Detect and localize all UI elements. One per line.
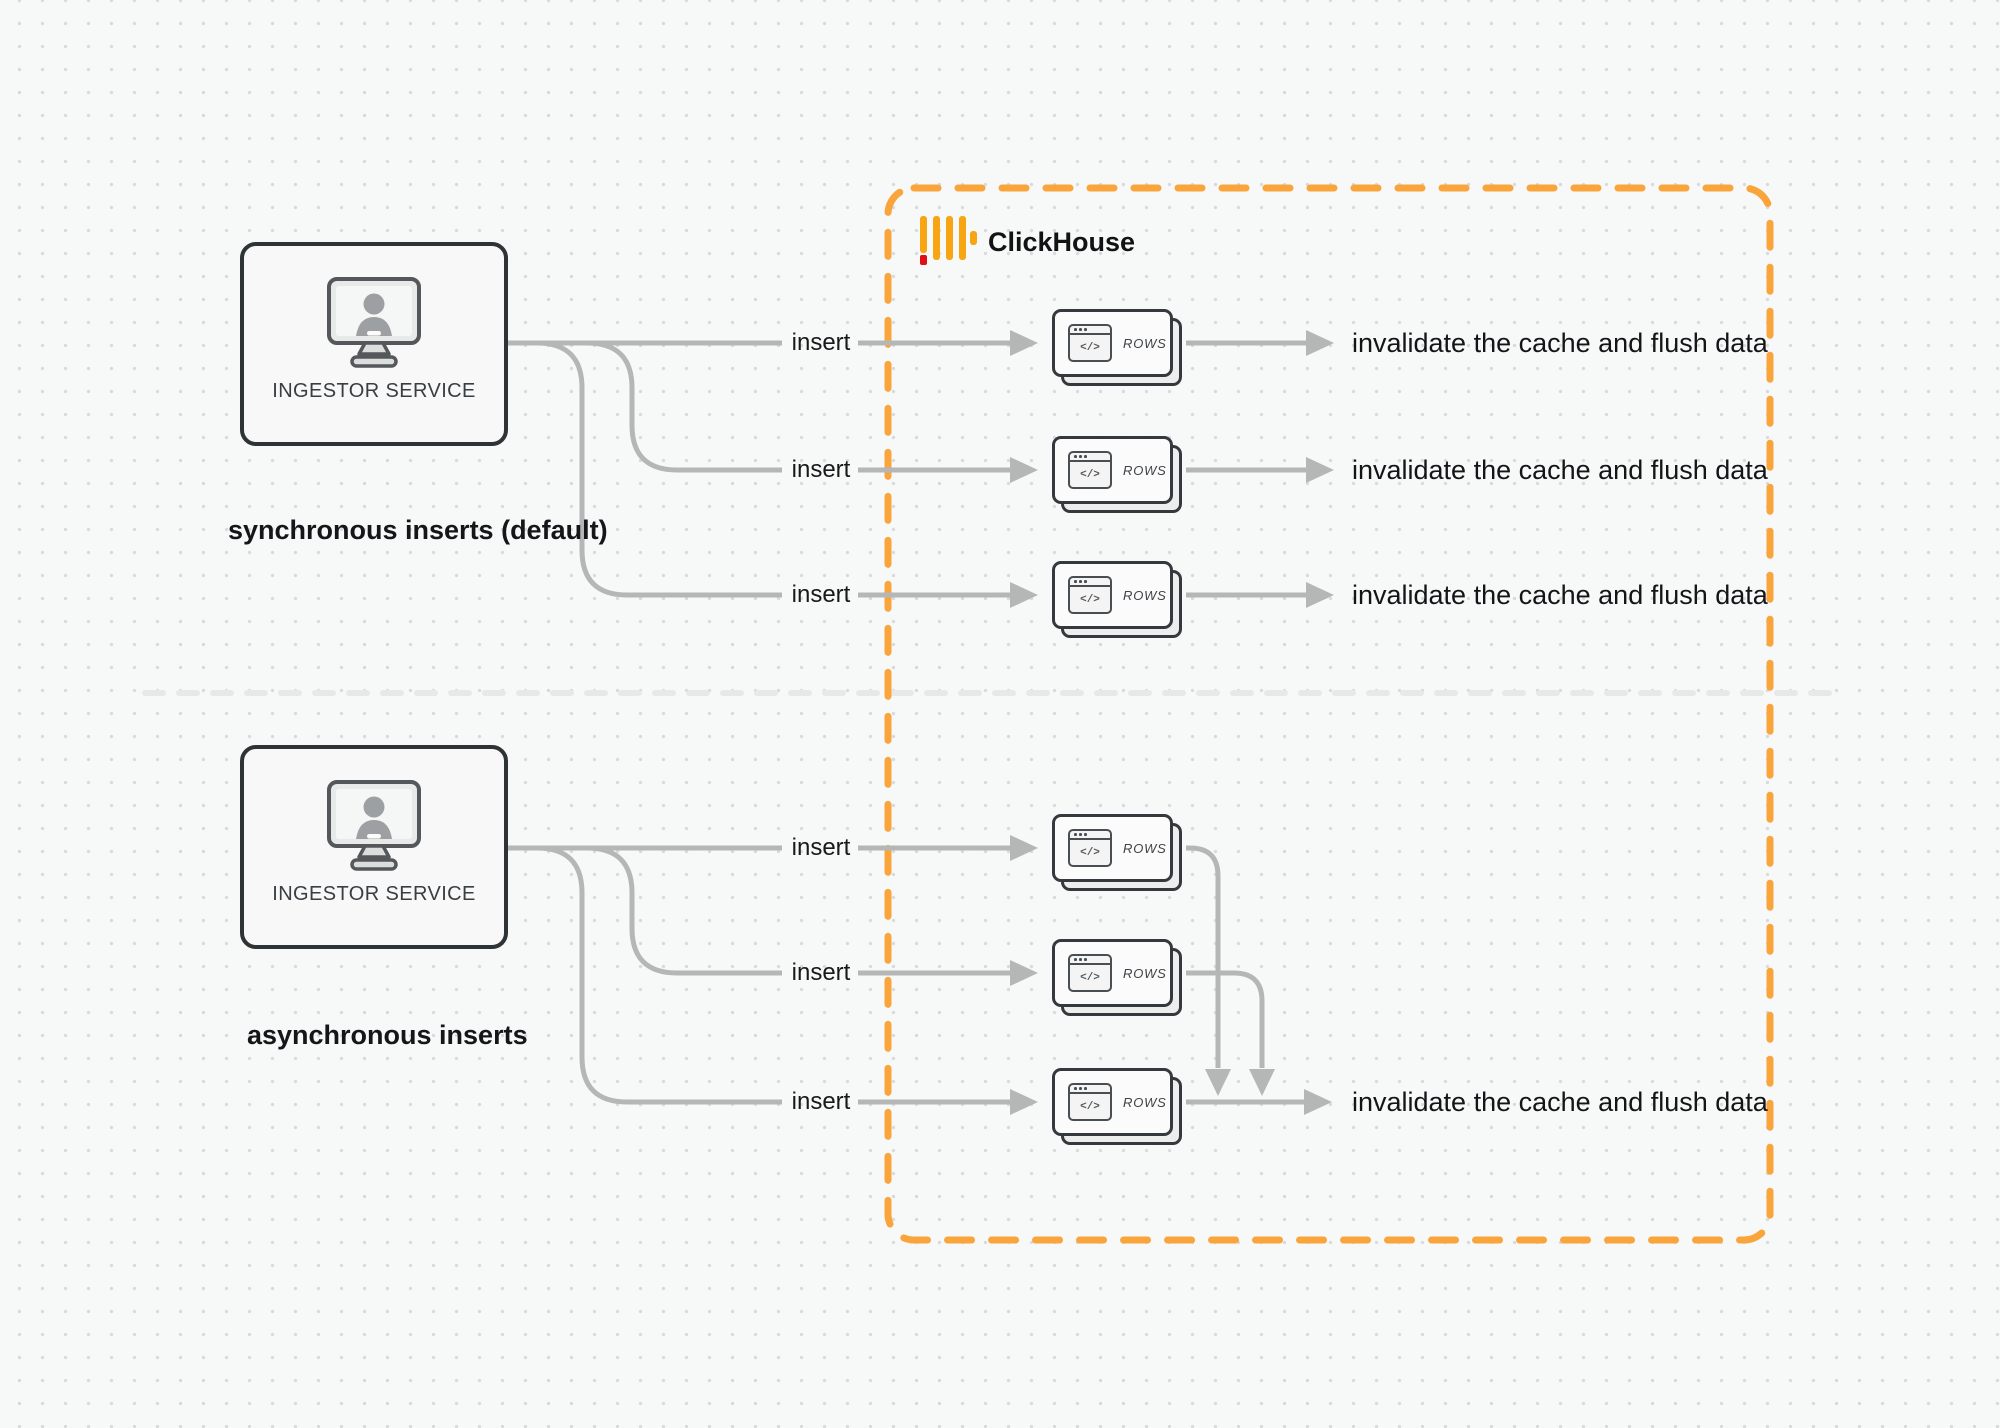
code-window-icon: </> bbox=[1068, 576, 1112, 614]
clickhouse-label: ClickHouse bbox=[988, 227, 1136, 257]
ingestor-service-label: INGESTOR SERVICE bbox=[272, 883, 476, 905]
result-label: invalidate the cache and flush data bbox=[1352, 455, 1768, 485]
rows-card-label: ROWS bbox=[1123, 965, 1167, 981]
section-caption-async: asynchronous inserts bbox=[247, 1020, 528, 1050]
rows-card: </> ROWS bbox=[1052, 814, 1182, 891]
clickhouse-logo-icon bbox=[920, 216, 977, 265]
ingestor-service-box-sync: INGESTOR SERVICE bbox=[240, 242, 508, 446]
rows-card-label: ROWS bbox=[1123, 1094, 1167, 1110]
rows-card: </> ROWS bbox=[1052, 1068, 1182, 1145]
result-label: invalidate the cache and flush data bbox=[1352, 1087, 1768, 1117]
ingestor-service-box-async: INGESTOR SERVICE bbox=[240, 745, 508, 949]
code-window-icon: </> bbox=[1068, 324, 1112, 362]
monitor-user-icon bbox=[327, 277, 421, 368]
code-window-icon: </> bbox=[1068, 954, 1112, 992]
rows-card: </> ROWS bbox=[1052, 561, 1182, 638]
insert-label: insert bbox=[791, 329, 851, 356]
rows-card-label: ROWS bbox=[1123, 462, 1167, 478]
gray-connectors bbox=[508, 340, 1308, 1105]
result-label: invalidate the cache and flush data bbox=[1352, 328, 1768, 358]
section-caption-sync: synchronous inserts (default) bbox=[228, 515, 608, 545]
ingestor-service-label: INGESTOR SERVICE bbox=[272, 380, 476, 402]
insert-label: insert bbox=[791, 834, 851, 861]
insert-label: insert bbox=[791, 1088, 851, 1115]
code-window-icon: </> bbox=[1068, 829, 1112, 867]
rows-card-label: ROWS bbox=[1123, 335, 1167, 351]
rows-card: </> ROWS bbox=[1052, 436, 1182, 513]
rows-card: </> ROWS bbox=[1052, 309, 1182, 386]
result-label: invalidate the cache and flush data bbox=[1352, 580, 1768, 610]
rows-card-label: ROWS bbox=[1123, 840, 1167, 856]
code-window-icon: </> bbox=[1068, 451, 1112, 489]
rows-card: </> ROWS bbox=[1052, 939, 1182, 1016]
code-window-icon: </> bbox=[1068, 1083, 1112, 1121]
arrowheads bbox=[1010, 330, 1334, 1115]
monitor-user-icon bbox=[327, 780, 421, 871]
clickhouse-boundary bbox=[884, 184, 1774, 1244]
insert-label: insert bbox=[791, 959, 851, 986]
insert-label: insert bbox=[791, 456, 851, 483]
rows-card-label: ROWS bbox=[1123, 587, 1167, 603]
insert-label: insert bbox=[791, 581, 851, 608]
